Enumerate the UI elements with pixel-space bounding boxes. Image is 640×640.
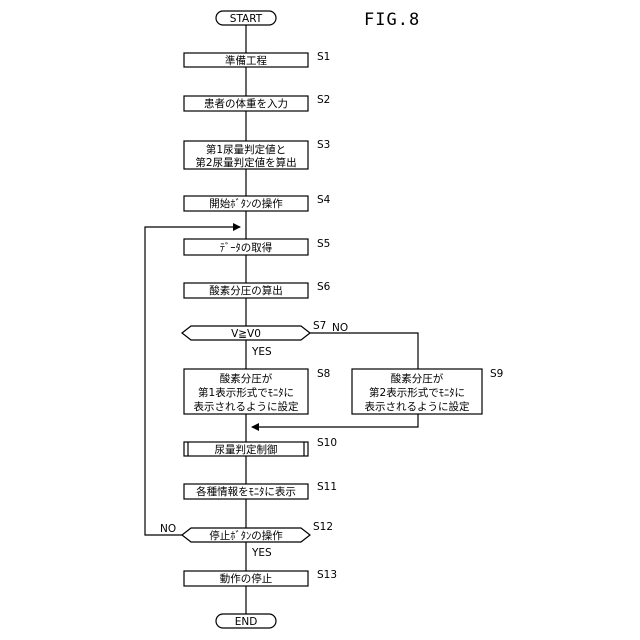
decision-s12-id: S12 bbox=[313, 521, 333, 533]
step-s1-text: 準備工程 bbox=[225, 54, 267, 67]
step-s8-text-1: 酸素分圧が bbox=[220, 372, 273, 385]
decision-s12-yes-label: YES bbox=[251, 547, 272, 559]
step-s13-id: S13 bbox=[317, 569, 337, 581]
step-s4-text: 開始ﾎﾞﾀﾝの操作 bbox=[209, 197, 283, 210]
step-s8-id: S8 bbox=[317, 368, 330, 380]
step-s9-text-3: 表示されるように設定 bbox=[365, 400, 470, 413]
step-s3-id: S3 bbox=[317, 139, 330, 151]
step-s3-text-2: 第2尿量判定値を算出 bbox=[195, 156, 296, 169]
step-s5-text: ﾃﾞｰﾀの取得 bbox=[220, 242, 273, 254]
decision-s12-no-label: NO bbox=[160, 523, 176, 535]
connectors bbox=[145, 25, 418, 614]
step-s2-text: 患者の体重を入力 bbox=[204, 97, 288, 110]
step-s1-id: S1 bbox=[317, 51, 330, 63]
step-s11-text: 各種情報をﾓﾆﾀに表示 bbox=[196, 485, 296, 498]
decision-s7-no-label: NO bbox=[332, 322, 348, 334]
step-s8-text-3: 表示されるように設定 bbox=[194, 400, 299, 413]
step-s10-id: S10 bbox=[317, 437, 337, 449]
step-s13-text: 動作の停止 bbox=[220, 572, 273, 585]
step-s6-id: S6 bbox=[317, 281, 331, 293]
step-s10-text: 尿量判定制御 bbox=[215, 443, 278, 456]
edge-s9-merge bbox=[252, 414, 418, 427]
start-label: START bbox=[230, 13, 263, 25]
decision-s12-text: 停止ﾎﾞﾀﾝの操作 bbox=[209, 529, 283, 542]
figure-label: FIG.8 bbox=[364, 10, 420, 30]
step-s9-text-2: 第2表示形式でﾓﾆﾀに bbox=[369, 386, 465, 399]
step-s2-id: S2 bbox=[317, 94, 330, 106]
decision-s7-id: S7 bbox=[313, 320, 326, 332]
step-s11-id: S11 bbox=[317, 481, 337, 493]
step-s9-id: S9 bbox=[490, 368, 503, 380]
edge-s7-no-s9 bbox=[310, 333, 418, 369]
end-label: END bbox=[235, 616, 258, 628]
step-s9-text-1: 酸素分圧が bbox=[391, 372, 444, 385]
decision-s7-text: V≧V0 bbox=[231, 328, 261, 340]
step-s8-text-2: 第1表示形式でﾓﾆﾀに bbox=[198, 386, 294, 399]
step-s5-id: S5 bbox=[317, 238, 330, 250]
step-s4-id: S4 bbox=[317, 194, 331, 206]
step-s3-text-1: 第1尿量判定値と bbox=[206, 143, 286, 156]
step-s6-text: 酸素分圧の算出 bbox=[209, 284, 283, 297]
decision-s7-yes-label: YES bbox=[251, 346, 272, 358]
